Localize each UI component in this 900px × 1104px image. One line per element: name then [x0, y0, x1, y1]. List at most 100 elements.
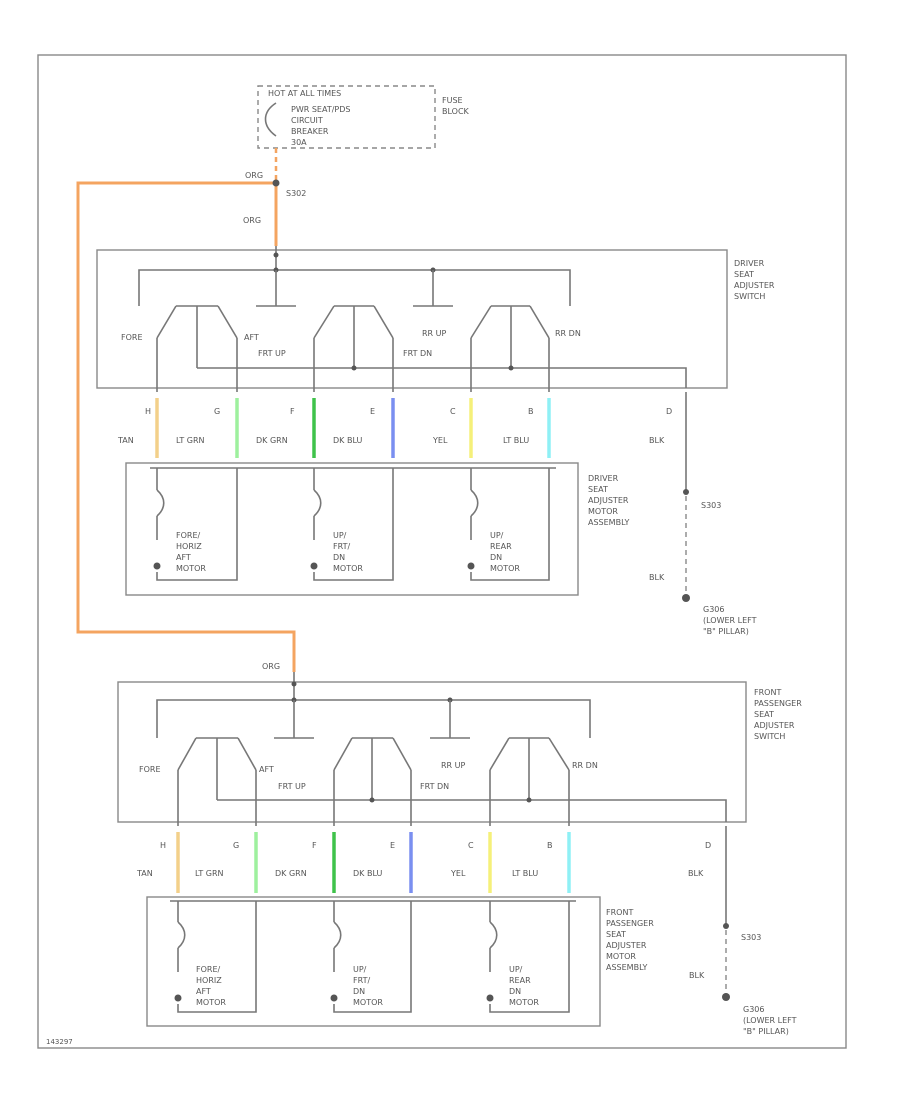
breaker-label-1: PWR SEAT/PDS: [291, 105, 350, 114]
driver-ground-g306-dot: [682, 594, 690, 602]
passenger-motor-label-6: ASSEMBLY: [606, 963, 647, 972]
passenger-pin-h: H: [160, 841, 166, 850]
passenger-ground-label-1: G306: [743, 1005, 764, 1014]
passenger-m3-return: [489, 901, 570, 1013]
driver-m1-label-3: AFT: [176, 553, 191, 562]
passenger-frt-up-label: FRT UP: [278, 782, 306, 791]
driver-wire-label-lt-grn: LT GRN: [176, 436, 205, 445]
passenger-pin-d: D: [705, 841, 711, 850]
driver-m3-label-4: MOTOR: [490, 564, 520, 573]
circuit-breaker-symbol: [264, 102, 277, 137]
driver-m3-return: [470, 468, 550, 581]
hot-at-all-times-label: HOT AT ALL TIMES: [268, 89, 341, 98]
driver-m1-motor-symbol: [153, 562, 161, 570]
driver-sw2-blade-a: [313, 305, 335, 339]
driver-wire-label-lt-blu: LT BLU: [503, 436, 529, 445]
driver-ground-label-2: (LOWER LEFT: [703, 616, 757, 625]
driver-return-node-2: [508, 365, 514, 371]
passenger-ground-label-2: (LOWER LEFT: [743, 1016, 797, 1025]
driver-rr-dn-label: RR DN: [555, 329, 581, 338]
passenger-m1-breaker: [177, 921, 186, 949]
passenger-m3-label-3: DN: [509, 987, 521, 996]
passenger-m2-label-3: DN: [353, 987, 365, 996]
passenger-m2-label-4: MOTOR: [353, 998, 383, 1007]
passenger-splice-s303-label: S303: [741, 933, 761, 942]
passenger-return-node-2: [526, 797, 532, 803]
passenger-switch-label-3: SEAT: [754, 710, 774, 719]
driver-m1-label-2: HORIZ: [176, 542, 202, 551]
passenger-sw1-blade-a: [177, 737, 197, 771]
passenger-ground-wire-label: BLK: [689, 971, 705, 980]
passenger-m3-label-1: UP/: [509, 965, 523, 974]
passenger-pin-g: G: [233, 841, 239, 850]
splice-s302-dot: [272, 179, 280, 187]
driver-wire-label-blk: BLK: [649, 436, 665, 445]
passenger-m2-return: [333, 901, 412, 1013]
passenger-m2-breaker: [333, 921, 342, 949]
passenger-rr-dn-label: RR DN: [572, 761, 598, 770]
org-label-top: ORG: [245, 171, 263, 180]
passenger-wire-label-lt-grn: LT GRN: [195, 869, 224, 878]
passenger-pin-e: E: [390, 841, 395, 850]
org-wire-to-passenger: [76, 181, 296, 672]
driver-sw1-blade-b: [217, 305, 238, 339]
driver-switch-label-2: SEAT: [734, 270, 754, 279]
org-label-mid: ORG: [243, 216, 261, 225]
driver-m3-label-2: REAR: [490, 542, 512, 551]
driver-m3-motor-symbol: [467, 562, 475, 570]
driver-m1-label-4: MOTOR: [176, 564, 206, 573]
driver-wire-label-dk-blu: DK BLU: [333, 436, 362, 445]
passenger-m3-breaker: [489, 921, 498, 949]
driver-motor-label-2: SEAT: [588, 485, 608, 494]
driver-ground-label-3: "B" PILLAR): [703, 627, 749, 636]
passenger-m1-label-4: MOTOR: [196, 998, 226, 1007]
passenger-power-bus: [156, 699, 591, 738]
passenger-m3-label-4: MOTOR: [509, 998, 539, 1007]
passenger-pin-b: B: [547, 841, 553, 850]
driver-ground-wire-label: BLK: [649, 573, 665, 582]
driver-sw2-blade-b: [373, 305, 394, 339]
driver-wire-label-tan: TAN: [117, 436, 134, 445]
passenger-sw3-blade-a: [489, 737, 510, 771]
passenger-motor-label-4: ADJUSTER: [606, 941, 647, 950]
driver-frt-dn-label: FRT DN: [403, 349, 432, 358]
driver-pin-c: C: [450, 407, 456, 416]
passenger-wire-label-dk-blu: DK BLU: [353, 869, 382, 878]
driver-switch-label-3: ADJUSTER: [734, 281, 775, 290]
driver-pin-d: D: [666, 407, 672, 416]
driver-m2-return: [313, 468, 394, 581]
driver-m2-label-1: UP/: [333, 531, 347, 540]
driver-pin-e: E: [370, 407, 375, 416]
driver-sw3-blade-b: [529, 305, 550, 339]
breaker-label-3: BREAKER: [291, 127, 329, 136]
driver-motor-label-4: MOTOR: [588, 507, 618, 516]
passenger-switch-label-2: PASSENGER: [754, 699, 802, 708]
passenger-wire-label-tan: TAN: [136, 869, 153, 878]
driver-switch-box: [96, 249, 728, 389]
splice-s302-label: S302: [286, 189, 306, 198]
passenger-sw3-blade-b: [548, 737, 570, 771]
driver-ground-label-1: G306: [703, 605, 724, 614]
driver-m1-return: [156, 468, 238, 581]
passenger-m1-label-3: AFT: [196, 987, 211, 996]
passenger-sw2-blade-a: [333, 737, 353, 771]
driver-switch-label-1: DRIVER: [734, 259, 765, 268]
driver-m3-label-1: UP/: [490, 531, 504, 540]
fuse-block-label-2: BLOCK: [442, 107, 470, 116]
driver-rr-up-label: RR UP: [422, 329, 447, 338]
passenger-bus-node: [291, 681, 297, 687]
passenger-pin-f: F: [312, 841, 317, 850]
passenger-m2-label-2: FRT/: [353, 976, 370, 985]
passenger-m2-label-1: UP/: [353, 965, 367, 974]
fuse-block-outline: [257, 85, 436, 149]
passenger-ground-g306-dot: [722, 993, 730, 1001]
breaker-label-4: 30A: [291, 138, 307, 147]
passenger-ground-label-3: "B" PILLAR): [743, 1027, 789, 1036]
driver-motor-label-3: ADJUSTER: [588, 496, 629, 505]
passenger-wire-label-dk-grn: DK GRN: [275, 869, 307, 878]
driver-m2-label-2: FRT/: [333, 542, 350, 551]
passenger-aft-label: AFT: [259, 765, 274, 774]
driver-fore-label: FORE: [121, 333, 143, 342]
